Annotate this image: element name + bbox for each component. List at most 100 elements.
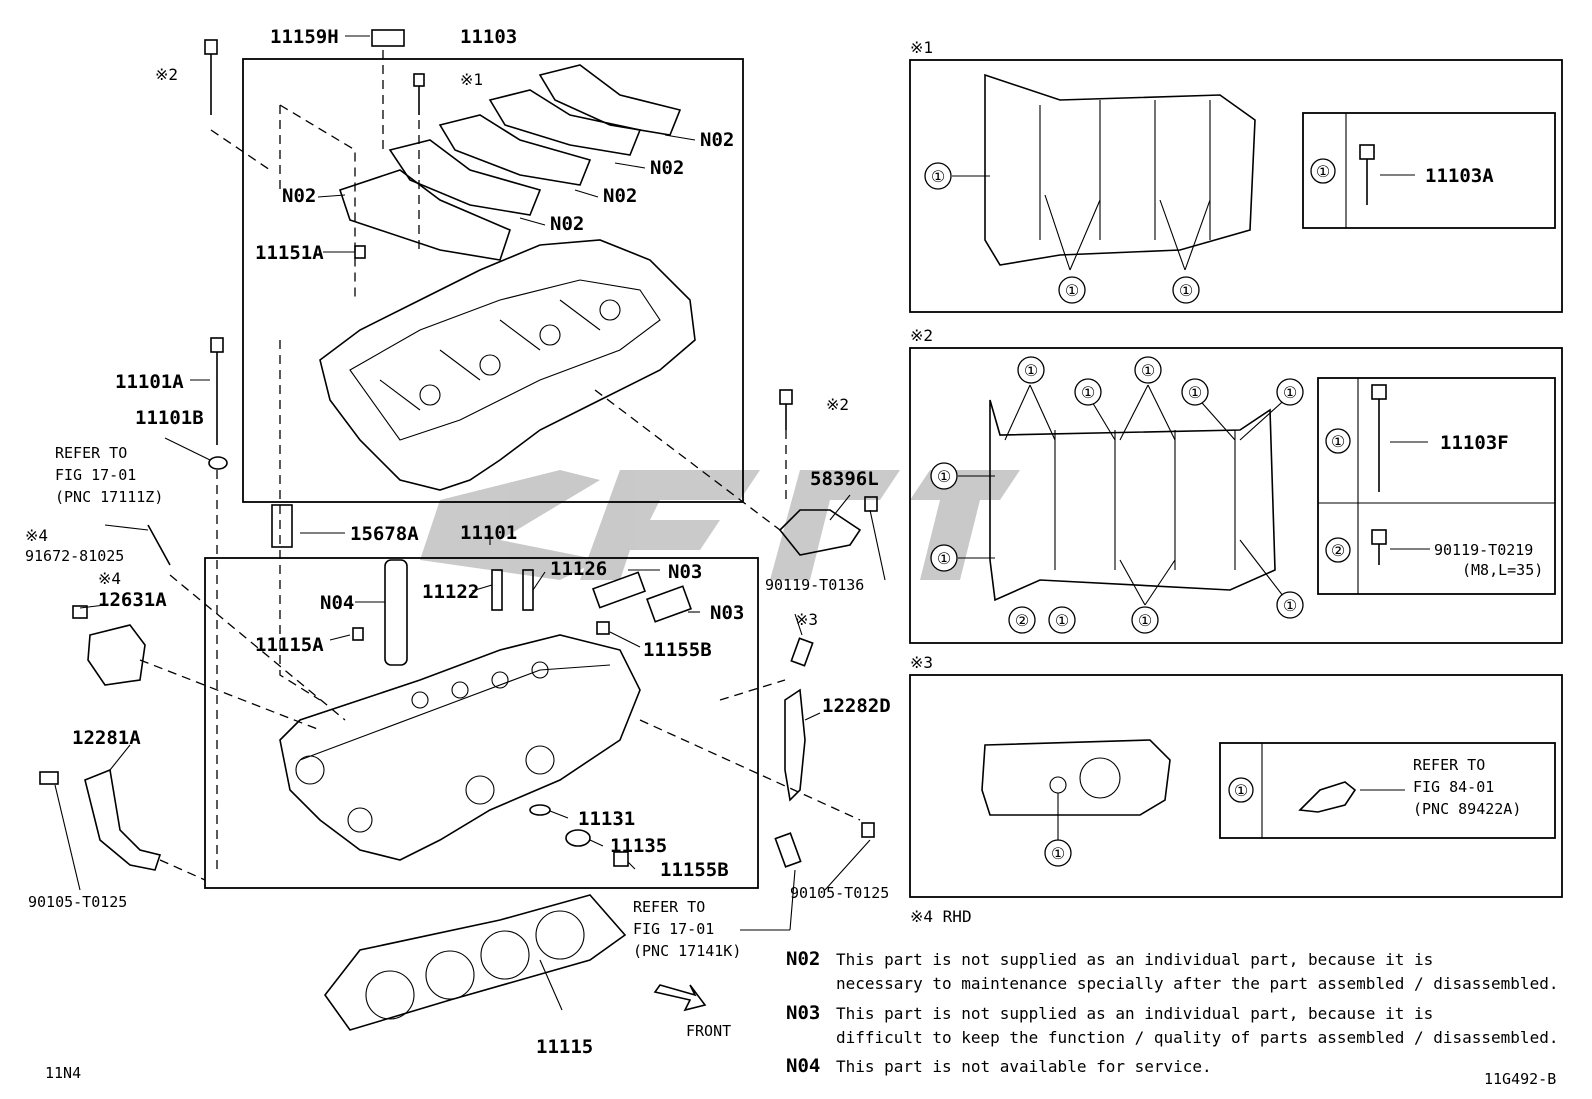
part-12631A: 12631A	[98, 589, 167, 611]
part-n04: N04	[320, 592, 354, 614]
part-n03: N03	[710, 602, 744, 624]
part-n02: N02	[700, 129, 734, 151]
note-code: N04	[786, 1055, 820, 1077]
ref-circle	[924, 162, 952, 190]
ref-circle-text: ①	[1051, 844, 1065, 863]
ref-circle-text: ①	[1188, 383, 1202, 402]
part-11151A: 11151A	[255, 242, 324, 264]
mark-1: ※1	[460, 70, 483, 89]
note-code: N03	[786, 1002, 820, 1024]
part-11115A: 11115A	[255, 634, 324, 656]
ref-circle	[1325, 537, 1351, 563]
ref-circle-text: ①	[1141, 361, 1155, 380]
ref-circle-text: ①	[1138, 611, 1152, 630]
part-11101B: 11101B	[135, 407, 204, 429]
mark-2: ※2	[155, 65, 178, 84]
ref-circle	[1172, 276, 1200, 304]
refer-to-line: FIG 17-01	[55, 466, 136, 484]
mark-2: ※2	[826, 395, 849, 414]
refer-to-line: REFER TO	[1413, 756, 1485, 774]
panel1-housing-drawing	[952, 73, 1256, 271]
part-11135: 11135	[610, 835, 667, 857]
mark-3: ※3	[795, 610, 818, 629]
panel1-mark: ※1	[910, 38, 933, 57]
bolt-icon	[1371, 384, 1387, 400]
ref-circle-text: ①	[1081, 383, 1095, 402]
part-90105-T0125: 90105-T0125	[28, 893, 127, 911]
bearing-caps-drawing	[338, 29, 682, 261]
part-n02: N02	[650, 157, 684, 179]
part-11103: 11103	[460, 26, 517, 48]
ref-circle-text: ②	[1015, 611, 1029, 630]
part-90119-T0136: 90119-T0136	[765, 576, 864, 594]
part-n02: N02	[550, 213, 584, 235]
part-n02: N02	[282, 185, 316, 207]
ref-circle-text: ①	[1179, 281, 1193, 300]
note-text: This part is not supplied as an individu…	[836, 950, 1433, 969]
bolt-icon	[1359, 144, 1375, 160]
ref-circle-text: ①	[1331, 432, 1345, 451]
part-11101: 11101	[460, 522, 517, 544]
mark-4: ※4	[98, 569, 121, 588]
refer-to-line: (PNC 17111Z)	[55, 488, 163, 506]
camshaft-housing-drawing	[319, 239, 696, 491]
panel2-circles: ① ① ① ① ① ① ① ② ① ① ①	[930, 356, 1304, 634]
ref-circle-text: ①	[931, 167, 945, 186]
ref-circle-text: ①	[1024, 361, 1038, 380]
part-11159H: 11159H	[270, 26, 339, 48]
ref-circle-text: ①	[937, 467, 951, 486]
panel2-box	[909, 347, 1563, 644]
sensor-icon	[1298, 781, 1357, 813]
note-text: This part is not available for service.	[836, 1057, 1212, 1076]
leader-lines	[54, 35, 886, 1011]
footer-left-code: 11N4	[45, 1064, 81, 1082]
assembly-lines	[139, 50, 861, 881]
part-n03: N03	[668, 561, 702, 583]
ref-circle-text: ①	[1065, 281, 1079, 300]
panel2-legend	[1317, 377, 1556, 595]
note-code: N02	[786, 948, 820, 970]
part-12281A: 12281A	[72, 727, 141, 749]
panel3-box	[909, 674, 1563, 898]
panel3-legend	[1219, 742, 1556, 839]
part-11131: 11131	[578, 808, 635, 830]
part-n02: N02	[603, 185, 637, 207]
ref-circle	[1228, 777, 1254, 803]
part-12282D: 12282D	[822, 695, 891, 717]
footer-diagram-id: 11G492-B	[1484, 1070, 1556, 1088]
bolts-drawing	[39, 39, 878, 871]
panel1-legend	[1302, 112, 1556, 229]
refer-to-line: FIG 17-01	[633, 920, 714, 938]
ref-circle	[1310, 158, 1336, 184]
notes-section: N02 This part is not supplied as an indi…	[786, 948, 1558, 1077]
part-11115: 11115	[536, 1036, 593, 1058]
ref-circle-text: ①	[1234, 781, 1248, 800]
part-15678A: 15678A	[350, 523, 419, 545]
part-11155B: 11155B	[660, 859, 729, 881]
ref-circle-text: ①	[1283, 383, 1297, 402]
note-text: difficult to keep the function / quality…	[836, 1028, 1558, 1047]
ref-circle-text: ①	[1316, 162, 1330, 181]
refer-to-line: FIG 84-01	[1413, 778, 1494, 796]
part-11101A: 11101A	[115, 371, 184, 393]
front-arrow-icon	[653, 984, 707, 1012]
part-11103F: 11103F	[1440, 432, 1509, 454]
ref-circle-text: ①	[937, 549, 951, 568]
panel2-housing-drawing	[958, 384, 1291, 606]
rhd-note: ※4 RHD	[910, 907, 972, 926]
ref-circle-text: ①	[1283, 596, 1297, 615]
refer-to-left: REFER TO FIG 17-01 (PNC 17111Z)	[55, 444, 163, 506]
upper-housing-box	[242, 58, 744, 503]
ref-circle	[1044, 839, 1072, 867]
part-11155B: 11155B	[643, 639, 712, 661]
part-11122: 11122	[422, 581, 479, 603]
bolt-icon	[1371, 529, 1387, 545]
part-11103A: 11103A	[1425, 165, 1494, 187]
note-text: necessary to maintenance specially after…	[836, 974, 1558, 993]
ref-circle	[1325, 428, 1351, 454]
refer-to-line: (PNC 89422A)	[1413, 800, 1521, 818]
panel3-mark: ※3	[910, 653, 933, 672]
cylinder-head-drawing	[279, 634, 641, 861]
ref-circle-text: ②	[1331, 541, 1345, 560]
